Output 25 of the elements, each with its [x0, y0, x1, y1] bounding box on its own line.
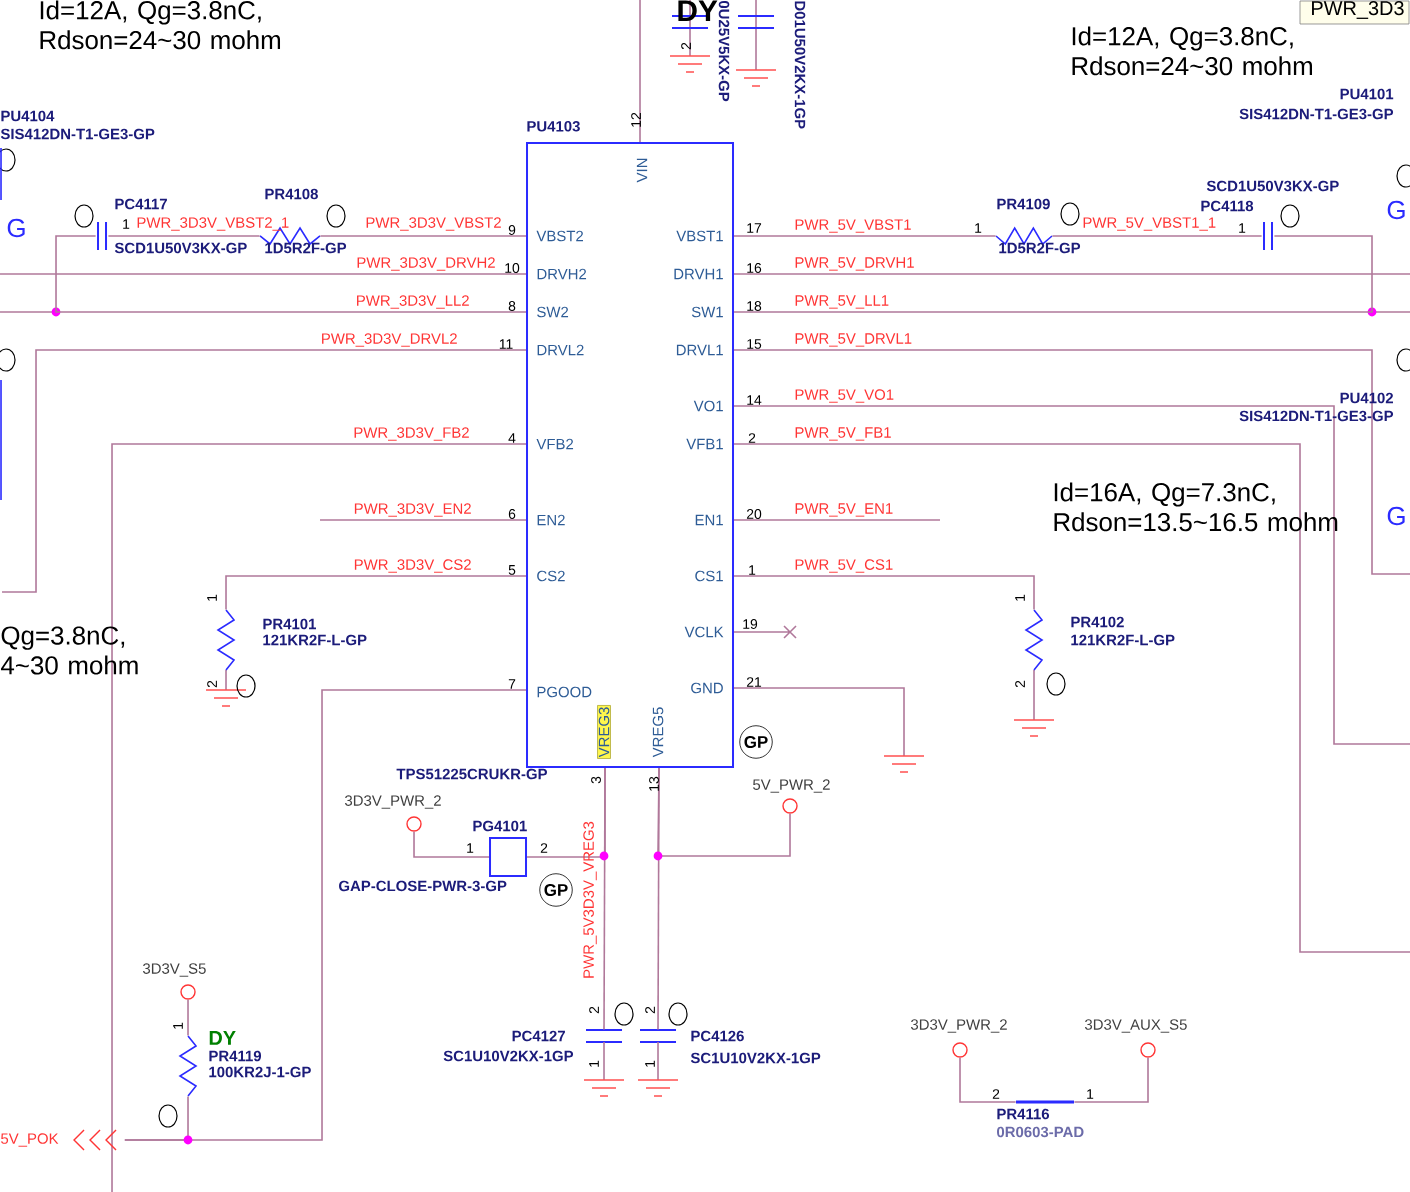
wire — [959, 1056, 1017, 1103]
spec-note: Id=16A, Qg=7.3nC, Rdson=13.5~16.5 mohm — [1054, 482, 1338, 532]
tooltip: PWR_3D3 — [1299, 0, 1410, 25]
wire — [733, 235, 1373, 313]
spec-note: Qg=3.8nC, 4~30 mohm — [1, 626, 138, 675]
wire — [733, 235, 997, 237]
wire — [1073, 1056, 1149, 1103]
wire — [1051, 235, 1263, 237]
gp-stamp: GP — [539, 873, 573, 907]
spec-note: Id=12A, Qg=3.8nC, Rdson=24~30 mohm — [1072, 26, 1312, 76]
spec-note: Id=12A, Qg=3.8nC, Rdson=24~30 mohm — [40, 0, 280, 50]
wire — [55, 235, 527, 313]
reference-letter: G — [1387, 200, 1405, 220]
wire — [319, 235, 527, 237]
wire — [657, 767, 660, 1031]
wire — [603, 767, 606, 1031]
gp-stamp: GP — [739, 725, 773, 759]
reference-letter: G — [7, 218, 25, 238]
wire — [187, 998, 189, 1037]
wire — [107, 235, 261, 237]
wire — [733, 575, 1035, 611]
reference-letter: G — [1387, 506, 1405, 526]
wire — [124, 1095, 189, 1141]
wire — [225, 575, 527, 611]
wire — [413, 830, 490, 858]
